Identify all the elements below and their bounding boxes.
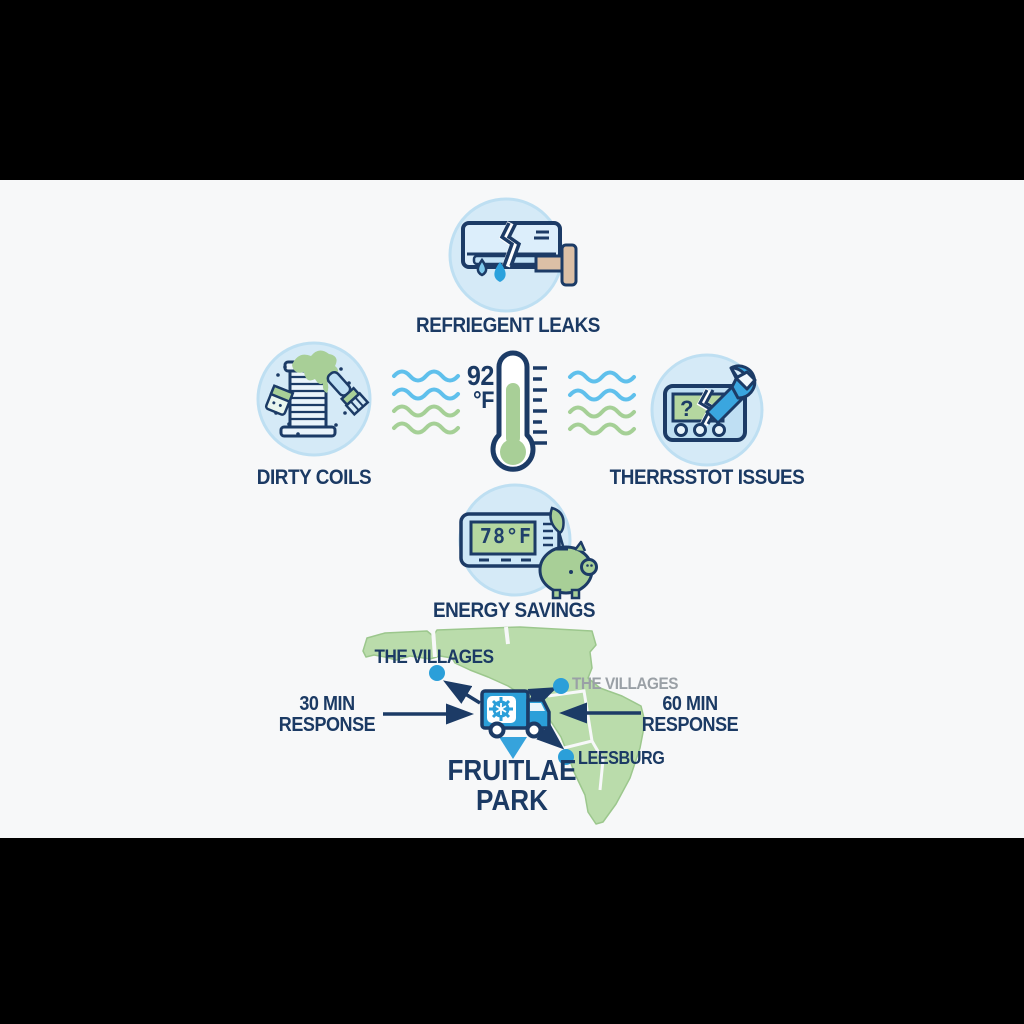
leesburg-dot bbox=[558, 749, 574, 765]
service-truck-icon bbox=[480, 689, 551, 739]
heat-wave-lines-left bbox=[392, 369, 460, 435]
city-label-leesburg: LEESBURG bbox=[578, 748, 665, 768]
thermometer-ticks bbox=[533, 366, 547, 445]
response-time-left: 30 MIN RESPONSE bbox=[227, 694, 427, 736]
thermometer-and-heat-waves bbox=[392, 350, 636, 472]
home-label-line1: FRUITLAE bbox=[447, 755, 577, 787]
dust-dots bbox=[274, 365, 351, 436]
broken-thermostat-wrench-icon: ? bbox=[650, 353, 764, 467]
villages-west-dot bbox=[429, 665, 445, 681]
response-right-line1: 60 MIN bbox=[662, 693, 718, 715]
city-label-villages-east: THE VILLAGES bbox=[572, 674, 678, 693]
issue-label-dirty-coils: DIRTY COILS bbox=[256, 466, 372, 489]
brush-icon bbox=[326, 370, 370, 417]
response-arrows bbox=[383, 680, 641, 750]
issue-label-energy-savings: ENERGY SAVINGS bbox=[432, 599, 596, 622]
letterbox-top bbox=[0, 0, 1024, 180]
heat-wave-lines-right bbox=[568, 370, 636, 436]
florida-service-map bbox=[362, 626, 646, 825]
outdoor-temp-value: 92 bbox=[466, 360, 495, 391]
map-boundary-lines bbox=[431, 626, 618, 791]
wrench-icon bbox=[705, 364, 757, 425]
issue-label-thermostat-issues: THERRSSTOT ISSUES bbox=[609, 466, 805, 489]
issue-label-refrigerant-leaks: REFRIEGENT LEAKS bbox=[416, 314, 600, 337]
pipe-icon bbox=[534, 243, 578, 287]
leaf-icon bbox=[549, 506, 565, 534]
arrow-to-villages-east bbox=[527, 687, 558, 709]
cleaner-bottle-icon bbox=[264, 384, 295, 416]
question-mark-glyph: ? bbox=[680, 396, 693, 421]
city-dots bbox=[429, 665, 574, 765]
florida-shape bbox=[362, 626, 646, 825]
water-drip-icon bbox=[476, 257, 506, 282]
thermostat-piggy-bank-icon bbox=[458, 483, 598, 600]
home-label-line2: PARK bbox=[475, 785, 549, 818]
villages-east-dot bbox=[553, 678, 569, 694]
gear-snowflake-logo-icon bbox=[489, 697, 513, 721]
thermometer-icon bbox=[490, 350, 547, 472]
response-time-right: 60 MIN RESPONSE bbox=[590, 694, 790, 736]
piggy-bank-icon bbox=[538, 506, 598, 600]
response-right-line2: RESPONSE bbox=[641, 714, 739, 736]
response-left-line2: RESPONSE bbox=[278, 714, 376, 736]
location-pin-icon bbox=[499, 737, 527, 759]
digital-thermostat bbox=[459, 512, 561, 568]
ac-unit-leaking-icon bbox=[448, 197, 578, 313]
arrow-to-villages-west bbox=[443, 680, 481, 705]
grime-drip bbox=[322, 379, 329, 393]
letterbox-bottom bbox=[0, 838, 1024, 1024]
home-base-label: FRUITLAE PARK bbox=[362, 756, 662, 817]
city-label-villages-west: THE VILLAGES bbox=[374, 647, 494, 668]
dirty-coil-brush-icon bbox=[256, 341, 372, 457]
grime-blob bbox=[292, 350, 339, 385]
infographic-canvas: REFRIEGENT LEAKS bbox=[0, 180, 1024, 838]
outdoor-temp-unit: °F bbox=[473, 387, 494, 414]
thermostat-setpoint-value: 78°F bbox=[479, 524, 533, 548]
response-left-line1: 30 MIN bbox=[299, 693, 355, 715]
